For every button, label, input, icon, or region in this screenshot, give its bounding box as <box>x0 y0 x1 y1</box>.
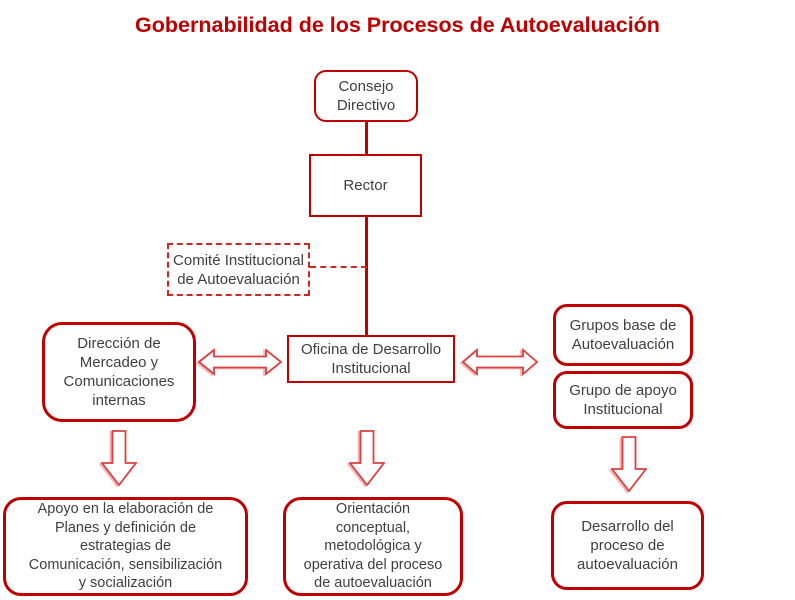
down-arrow-icon <box>101 430 137 487</box>
node-oficina-desarrollo: Oficina de Desarrollo Institucional <box>287 335 455 383</box>
double-arrow-icon <box>198 348 282 376</box>
node-apoyo-elaboracion: Apoyo en la elaboración de Planes y defi… <box>3 497 248 596</box>
double-arrow-icon <box>462 348 538 376</box>
node-consejo-directivo: Consejo Directivo <box>314 70 418 122</box>
down-arrow-icon <box>349 430 385 487</box>
down-arrow-icon <box>611 436 647 493</box>
node-grupos-base: Grupos base de Autoevaluación <box>553 304 693 366</box>
connector-rector-oficina <box>365 216 368 336</box>
diagram-title: Gobernabilidad de los Procesos de Autoev… <box>135 13 660 37</box>
connector-consejo-rector <box>365 121 368 155</box>
connector-comite-dashed <box>310 266 367 268</box>
node-comite-institucional: Comité Institucional de Autoevaluación <box>167 243 310 296</box>
node-desarrollo-proceso: Desarrollo del proceso de autoevaluación <box>551 501 704 590</box>
node-orientacion-conceptual: Orientación conceptual, metodológica y o… <box>283 497 463 596</box>
node-rector: Rector <box>309 154 422 217</box>
node-grupo-apoyo: Grupo de apoyo Institucional <box>553 371 693 429</box>
node-direccion-mercadeo: Dirección de Mercadeo y Comunicaciones i… <box>42 322 196 422</box>
